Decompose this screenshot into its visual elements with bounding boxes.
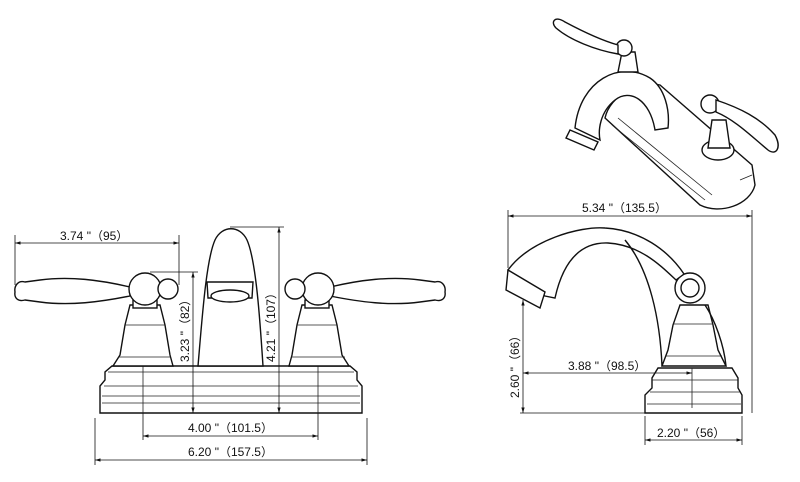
spout-front <box>197 228 264 367</box>
side-view: 5.34 "（135.5） 2.60 "（66） 3.88 "（98.5） 2.… <box>505 201 753 445</box>
dim-spout-height: 4.21 "（107） <box>230 226 284 413</box>
left-handle <box>14 272 179 367</box>
side-base <box>644 367 743 414</box>
dim-label-spout-reach: 3.88 "（98.5） <box>568 359 646 373</box>
dim-base-width: 6.20 "（157.5） <box>94 418 368 465</box>
deck-base <box>99 365 363 414</box>
isometric-view <box>552 18 779 210</box>
dim-handle-height: 3.23 "（82） <box>150 271 198 413</box>
dim-label-spout-height: 4.21 "（107） <box>264 287 278 362</box>
dim-label-depth: 5.34 "（135.5） <box>582 201 667 215</box>
dim-base-depth: 2.20 "（56） <box>644 416 743 445</box>
front-view: 3.74 "（95） 3.23 "（82） 4.21 "（107） 4.00 "… <box>14 226 446 465</box>
side-spout <box>505 227 685 367</box>
dim-label-handle-reach: 3.74 "（95） <box>60 229 128 243</box>
dim-center-spread: 4.00 "（101.5） <box>142 413 319 440</box>
dim-label-spout-clearance: 2.60 "（66） <box>508 330 522 398</box>
dim-depth: 5.34 "（135.5） <box>507 201 753 413</box>
dim-label-base-depth: 2.20 "（56） <box>657 426 725 440</box>
dim-spout-clearance: 2.60 "（66） <box>508 300 650 414</box>
dim-handle-reach: 3.74 "（95） <box>14 229 180 285</box>
dim-label-handle-height: 3.23 "（82） <box>178 294 192 362</box>
right-handle <box>284 272 446 367</box>
dim-spout-reach: 3.88 "（98.5） <box>523 359 692 375</box>
side-handle <box>660 272 728 367</box>
dim-label-center-spread: 4.00 "（101.5） <box>188 421 273 435</box>
dim-label-base-width: 6.20 "（157.5） <box>188 445 273 459</box>
